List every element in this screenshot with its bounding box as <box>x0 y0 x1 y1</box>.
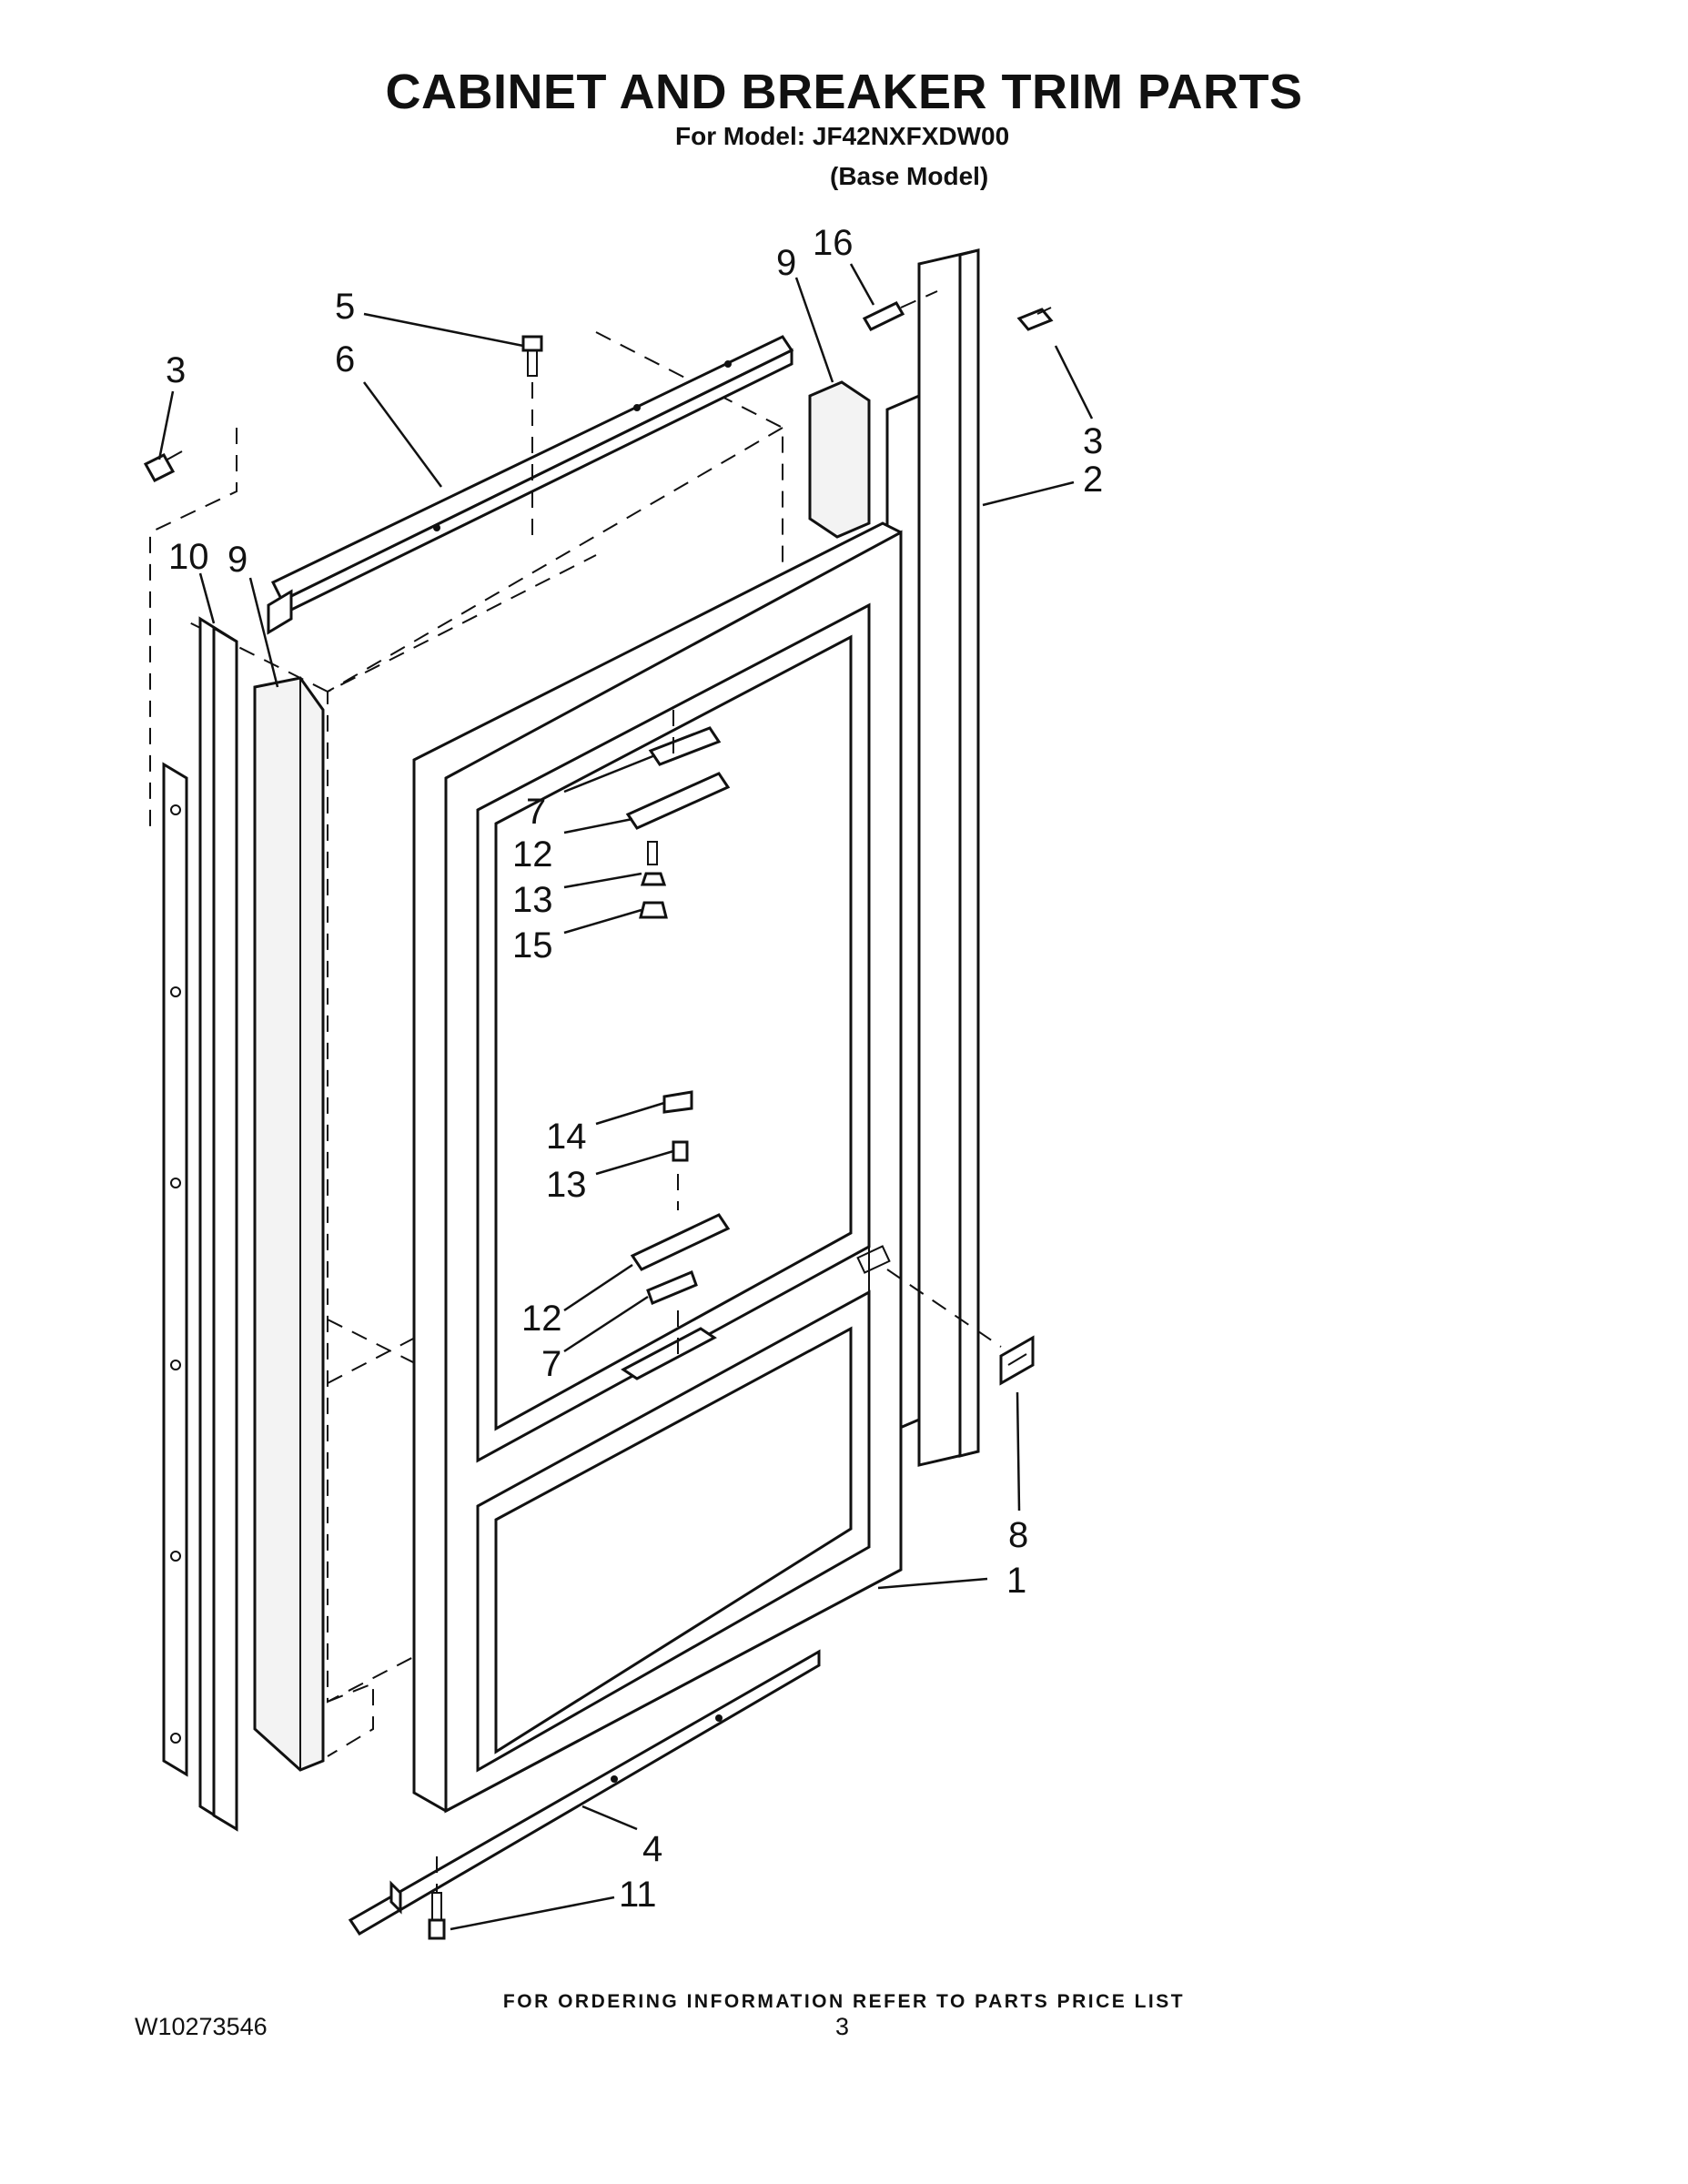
leader-lines <box>157 263 1094 1931</box>
callout-5: 5 <box>335 287 355 327</box>
ordering-note: FOR ORDERING INFORMATION REFER TO PARTS … <box>502 1991 1186 2012</box>
screw-right-3 <box>1016 307 1054 331</box>
callout-15: 15 <box>512 925 553 966</box>
document-number: W10273546 <box>135 2013 268 2040</box>
callout-12-lower: 12 <box>521 1299 562 1339</box>
callout-2: 2 <box>1083 460 1103 500</box>
screw-11 <box>428 1856 446 1940</box>
model-line: For Model: JF42NXFXDW00 <box>675 122 1010 150</box>
callout-11: 11 <box>619 1875 657 1915</box>
callout-10: 10 <box>168 537 209 577</box>
callout-7-lower: 7 <box>541 1344 561 1384</box>
callout-9-left: 9 <box>227 540 248 580</box>
callout-8: 8 <box>1008 1515 1028 1555</box>
pin-16 <box>862 290 938 331</box>
callout-14: 14 <box>546 1117 587 1157</box>
callout-6: 6 <box>335 339 355 379</box>
callout-13-upper: 13 <box>512 880 553 920</box>
callout-12-upper: 12 <box>512 834 553 875</box>
callout-4: 4 <box>642 1829 662 1869</box>
lower-hinge-assembly <box>621 1090 731 1380</box>
callout-13-lower: 13 <box>546 1165 587 1205</box>
left-foam-strip <box>253 676 325 1772</box>
callout-7-upper: 7 <box>526 792 546 832</box>
screw-left-3 <box>143 450 183 482</box>
door-frame <box>412 521 903 1814</box>
model-variant: (Base Model) <box>830 162 989 190</box>
page-number: 3 <box>835 2013 850 2040</box>
callout-16: 16 <box>813 223 854 263</box>
page-title: CABINET AND BREAKER TRIM PARTS <box>385 65 1303 119</box>
left-trim-strip <box>162 616 238 1832</box>
right-foam-strip <box>808 380 871 539</box>
badge-8 <box>886 1269 1035 1386</box>
callout-labels: 3 5 6 9 16 3 2 10 9 7 12 13 15 14 13 12 … <box>166 223 1103 1915</box>
upper-hinge-assembly <box>625 710 731 919</box>
top-trim-rail <box>267 335 794 635</box>
callout-3-left: 3 <box>166 350 186 390</box>
screw-5 <box>521 335 543 546</box>
bottom-trim-rail <box>348 1649 821 1936</box>
callout-3-right: 3 <box>1083 421 1103 461</box>
callout-1: 1 <box>1006 1561 1026 1601</box>
callout-9-right: 9 <box>776 243 796 283</box>
